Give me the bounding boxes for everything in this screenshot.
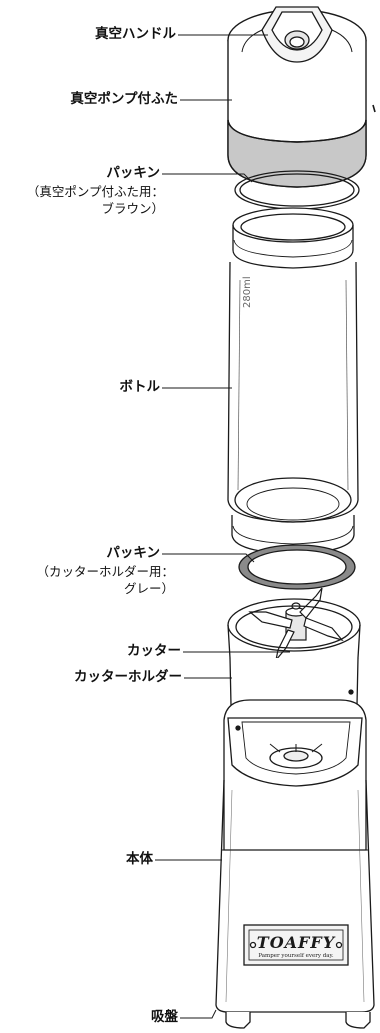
bottle-volume-mark: 280ml: [242, 276, 253, 308]
leader-suction-cup: [180, 1009, 217, 1019]
label-vacuum-handle: 真空ハンドル: [95, 26, 176, 42]
label-packing-top: パッキン: [106, 165, 160, 181]
vacuum-lid: [227, 9, 367, 188]
leader-packing-bottom: [162, 553, 255, 563]
main-body: [215, 699, 375, 1029]
label-packing-top-note-2: ブラウン）: [101, 201, 164, 216]
label-vacuum-pump-lid: 真空ポンプ付ふた: [70, 91, 178, 107]
label-body: 本体: [126, 851, 153, 867]
label-cutter-holder: カッターホルダー: [74, 669, 182, 685]
brand-slogan: Pamper yourself every day.: [258, 953, 334, 959]
leader-packing-top: [162, 173, 253, 183]
brand-logo: TOAFFY: [257, 933, 336, 952]
label-suction-cup: 吸盤: [151, 1009, 178, 1025]
lid-tick-mark: [372, 104, 376, 113]
gasket-bottom: [238, 544, 356, 590]
label-cutter: カッター: [127, 643, 181, 659]
label-packing-bottom: パッキン: [106, 545, 160, 561]
vacuum-handle: [241, 6, 353, 63]
bottle: [227, 207, 359, 555]
label-packing-bottom-note-2: グレー）: [123, 581, 174, 596]
label-bottle: ボトル: [119, 379, 161, 395]
leader-lines: [155, 34, 290, 1019]
label-packing-bottom-note-1: （カッターホルダー用：: [36, 564, 174, 579]
label-packing-top-note-1: （真空ポンプ付ふた用：: [26, 184, 164, 199]
